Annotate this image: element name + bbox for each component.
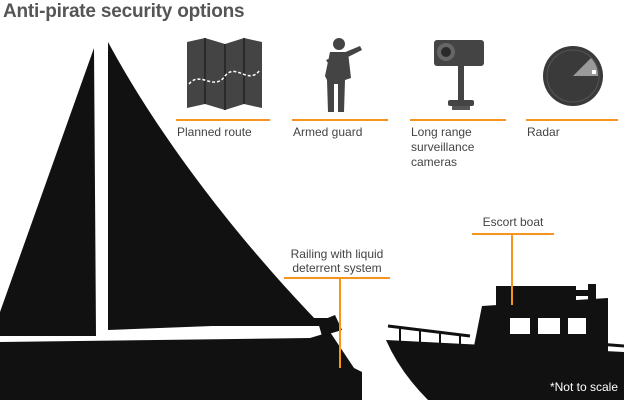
- not-to-scale-note: *Not to scale: [549, 380, 618, 394]
- radar-label: Radar: [527, 125, 560, 139]
- planned-route-label: Planned route: [177, 125, 252, 139]
- cameras-label: Long range surveillance cameras: [411, 125, 475, 169]
- sailboat-silhouette: [0, 40, 362, 400]
- map-icon: [187, 38, 262, 110]
- railing-callout-label: Railing with liquid deterrent system: [290, 247, 384, 275]
- camera-icon: [434, 40, 484, 110]
- page-title: Anti-pirate security options: [3, 1, 245, 22]
- escort-boat-silhouette: [386, 284, 624, 400]
- escort-callout-label: Escort boat: [482, 215, 544, 229]
- radar-icon: [543, 46, 603, 106]
- armed-guard-label: Armed guard: [293, 125, 363, 139]
- railing-callout-line: [284, 277, 390, 368]
- escort-callout-line: [472, 233, 554, 305]
- armed-guard-icon: [325, 38, 362, 112]
